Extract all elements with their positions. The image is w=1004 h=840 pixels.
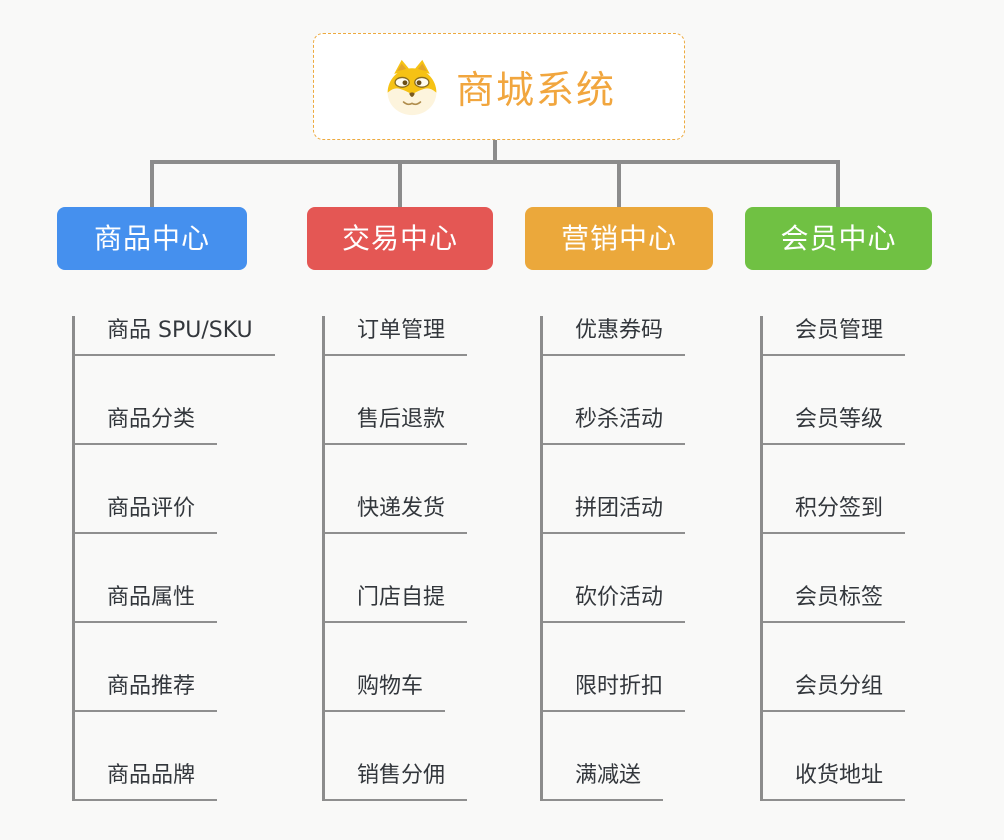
branch-item[interactable]: 拼团活动 bbox=[543, 494, 686, 534]
root-connector-line bbox=[493, 140, 497, 164]
branch-item[interactable]: 满减送 bbox=[543, 761, 664, 801]
branch-item[interactable]: 商品分类 bbox=[75, 405, 218, 445]
branch-items-marketing-center: 优惠券码 秒杀活动 拼团活动 砍价活动 限时折扣 满减送 bbox=[540, 316, 713, 801]
branch-product-center: 商品中心 商品 SPU/SKU 商品分类 商品评价 商品属性 商品推荐 商品品牌 bbox=[57, 207, 275, 801]
root-node[interactable]: 商城系统 bbox=[313, 33, 685, 140]
branch-item[interactable]: 商品评价 bbox=[75, 494, 218, 534]
branch-item[interactable]: 售后退款 bbox=[325, 405, 468, 445]
branch-item[interactable]: 秒杀活动 bbox=[543, 405, 686, 445]
branch-marketing-center: 营销中心 优惠券码 秒杀活动 拼团活动 砍价活动 限时折扣 满减送 bbox=[525, 207, 713, 801]
branch-connector-line bbox=[398, 160, 402, 207]
branch-item[interactable]: 积分签到 bbox=[763, 494, 906, 534]
branch-header-product-center[interactable]: 商品中心 bbox=[57, 207, 247, 270]
branch-item[interactable]: 限时折扣 bbox=[543, 672, 686, 712]
branch-items-member-center: 会员管理 会员等级 积分签到 会员标签 会员分组 收货地址 bbox=[760, 316, 932, 801]
branch-item[interactable]: 商品品牌 bbox=[75, 761, 218, 801]
branch-item[interactable]: 商品推荐 bbox=[75, 672, 218, 712]
branch-trade-center: 交易中心 订单管理 售后退款 快递发货 门店自提 购物车 销售分佣 bbox=[307, 207, 493, 801]
branch-connector-line bbox=[836, 160, 840, 207]
branch-item[interactable]: 商品 SPU/SKU bbox=[75, 316, 275, 356]
branch-items-trade-center: 订单管理 售后退款 快递发货 门店自提 购物车 销售分佣 bbox=[322, 316, 493, 801]
branch-header-trade-center[interactable]: 交易中心 bbox=[307, 207, 493, 270]
branch-item[interactable]: 收货地址 bbox=[763, 761, 906, 801]
branch-header-member-center[interactable]: 会员中心 bbox=[745, 207, 932, 270]
branch-item[interactable]: 会员管理 bbox=[763, 316, 906, 356]
branch-items-product-center: 商品 SPU/SKU 商品分类 商品评价 商品属性 商品推荐 商品品牌 bbox=[72, 316, 275, 801]
branch-item[interactable]: 会员标签 bbox=[763, 583, 906, 623]
root-title: 商城系统 bbox=[455, 68, 616, 112]
branch-member-center: 会员中心 会员管理 会员等级 积分签到 会员标签 会员分组 收货地址 bbox=[745, 207, 932, 801]
branch-item[interactable]: 砍价活动 bbox=[543, 583, 686, 623]
branch-item[interactable]: 会员分组 bbox=[763, 672, 906, 712]
branch-item[interactable]: 会员等级 bbox=[763, 405, 906, 445]
branch-item[interactable]: 购物车 bbox=[325, 672, 446, 712]
branch-item[interactable]: 订单管理 bbox=[325, 316, 468, 356]
bus-connector-line bbox=[150, 160, 840, 164]
branch-item[interactable]: 快递发货 bbox=[325, 494, 468, 534]
branch-item[interactable]: 商品属性 bbox=[75, 583, 218, 623]
branch-connector-line bbox=[150, 160, 154, 207]
branch-header-marketing-center[interactable]: 营销中心 bbox=[525, 207, 713, 270]
branch-item[interactable]: 优惠券码 bbox=[543, 316, 686, 356]
branch-item[interactable]: 门店自提 bbox=[325, 583, 468, 623]
doge-icon bbox=[387, 59, 437, 115]
branch-item[interactable]: 销售分佣 bbox=[325, 761, 468, 801]
branch-connector-line bbox=[617, 160, 621, 207]
